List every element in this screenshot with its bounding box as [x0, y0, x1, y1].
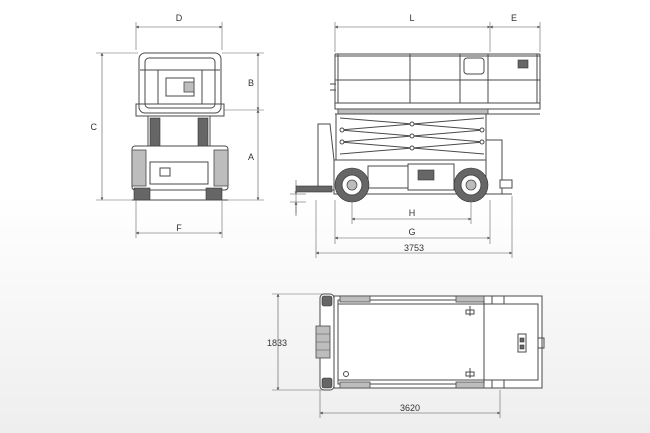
- front-guardrail: [135, 52, 225, 117]
- dimension-l: L: [334, 13, 491, 52]
- label-a: A: [248, 152, 254, 162]
- ground-clearance-dimension: [290, 180, 306, 216]
- side-rear-wheel: [453, 167, 489, 203]
- dimension-overall-length: 3753: [315, 196, 513, 258]
- dimension-length: 3620: [319, 390, 501, 418]
- label-l: L: [409, 13, 414, 23]
- label-width: 1833: [267, 338, 287, 348]
- dimension-a: A: [228, 109, 264, 201]
- label-h: H: [409, 208, 416, 218]
- side-scissor-arms: [335, 113, 487, 163]
- dimension-c: C: [91, 52, 138, 201]
- label-c: C: [91, 122, 98, 132]
- label-overall-length: 3753: [404, 243, 424, 253]
- dimension-g: G: [334, 200, 491, 244]
- side-view: L E: [290, 13, 541, 258]
- top-view: 1833: [267, 293, 545, 418]
- label-e: E: [511, 13, 517, 23]
- side-platform: [330, 53, 541, 115]
- top-deck: [333, 295, 545, 389]
- dimension-e: E: [489, 13, 541, 52]
- label-f: F: [176, 223, 182, 233]
- dimension-h: H: [351, 200, 472, 224]
- side-front-wheel: [334, 167, 370, 203]
- label-length: 3620: [400, 403, 420, 413]
- dimension-width: 1833: [267, 293, 328, 391]
- dimension-f: F: [135, 200, 223, 238]
- front-chassis: [131, 145, 229, 201]
- top-front-axle: [315, 293, 335, 391]
- label-d: D: [176, 13, 183, 23]
- dimension-d: D: [135, 13, 223, 50]
- label-b: B: [248, 78, 254, 88]
- dimension-b: B: [222, 52, 264, 111]
- front-view: D: [91, 13, 264, 238]
- label-g: G: [408, 227, 415, 237]
